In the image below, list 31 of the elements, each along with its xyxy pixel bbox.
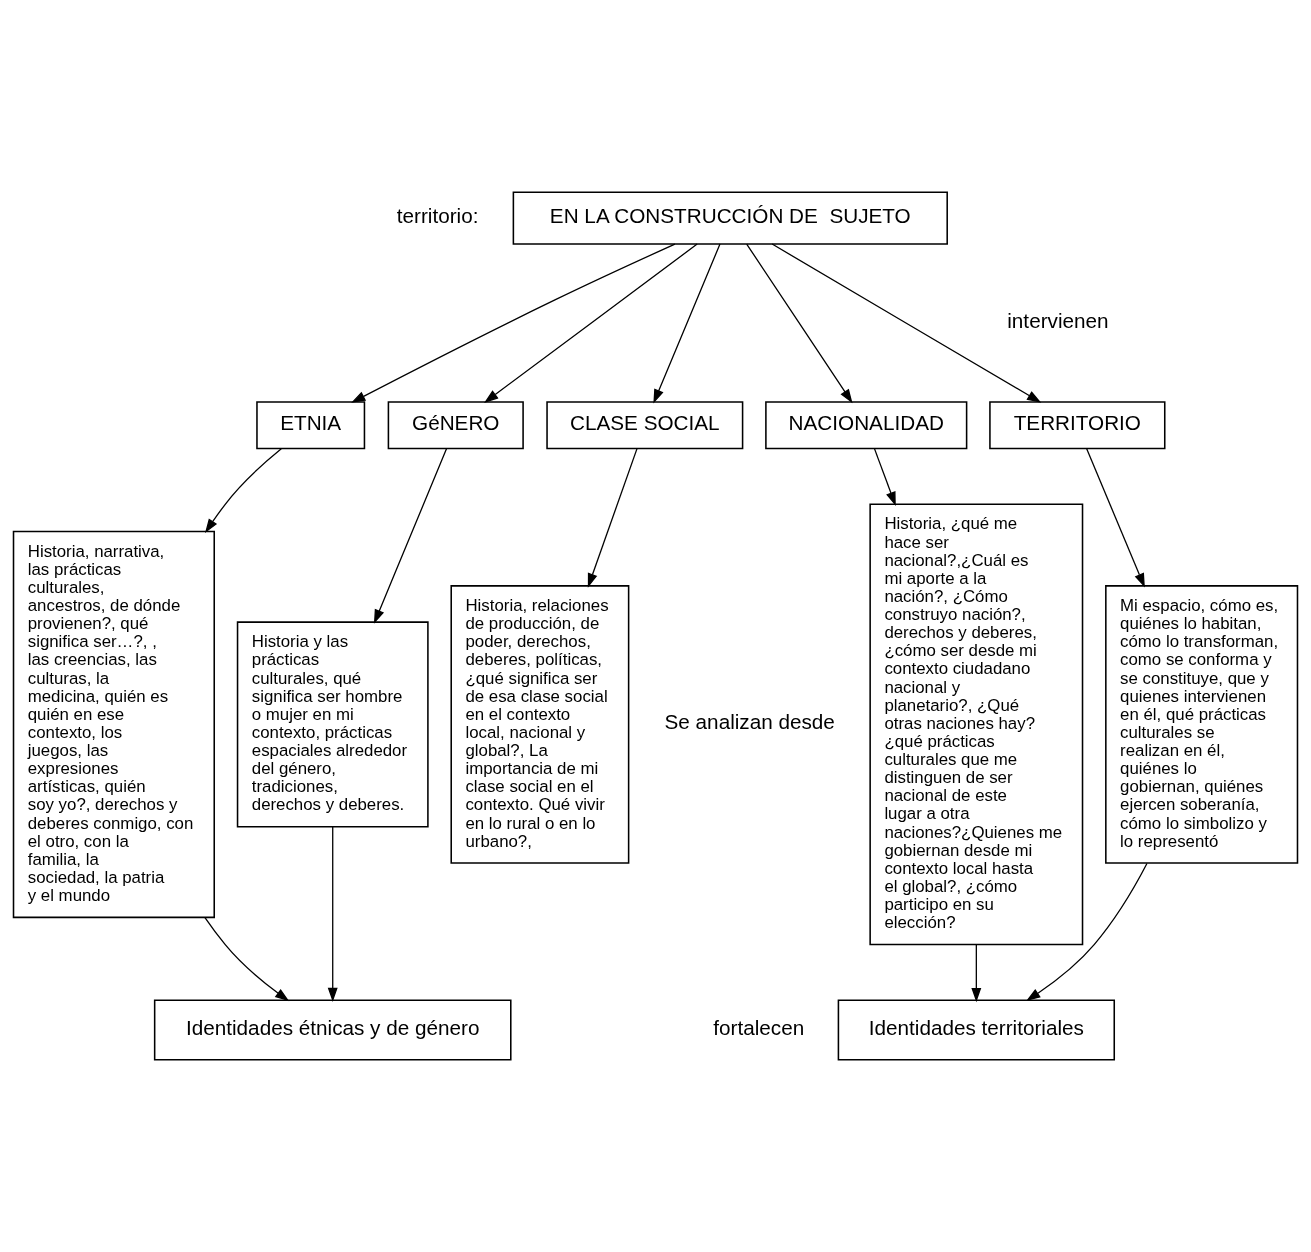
node-box: Mi espacio, cómo es, quiénes lo habitan, cómo lo transforman, como se conforma y se constituye, que y quienes intervienen en él, qué prácticas culturales se realizan en él, quiénes lo gobiernan, quiénes ejercen soberanía, cómo lo simbolizo y lo representó [1105,585,1299,864]
arrow [587,448,638,588]
label: Se analizan desde [664,710,835,734]
node-box: TERRITORIO [989,401,1166,450]
arrow [204,916,290,1002]
arrow [1026,862,1148,1002]
arrow [873,448,896,507]
arrow [484,243,698,403]
node-box: Historia, relaciones de producción, de poder, derechos, deberes, políticas, ¿qué significa ser de esa clase social en el contexto local, nacional y global?, La importancia de mi clase social en el contexto. Qué vivir en lo rural o en lo urbano?, [450,585,630,864]
node-box: Identidades territoriales [837,999,1116,1061]
arrow [771,243,1042,403]
arrow [653,243,721,404]
node-box: Historia, ¿qué me hace ser nacional?,¿Cuál es mi aporte a la nación?, ¿Cómo construyo nación?, derechos y deberes, ¿cómo ser desde mi contexto ciudadano nacional y planetario?, ¿Qué otras naciones hay? ¿qué prácticas culturales que me distinguen de ser nacional de este lugar a otra naciones?¿Quienes me gobiernan desde mi contexto local hasta el global?, ¿cómo participo en su elección? [869,503,1084,946]
arrow [351,243,676,403]
node-box: Historia, narrativa, las prácticas culturales, ancestros, de dónde provienen?, qué significa ser…?, , las creencias, las culturas, la medicina, quién es quién en ese contexto, los juegos, las expresiones artísticas, quién soy yo?, derechos y deberes conmigo, con el otro, con la familia, la sociedad, la patria y el mundo [12,530,215,919]
label: territorio: [396,204,479,227]
arrow [205,448,282,533]
node-box: Identidades étnicas y de género [153,999,512,1061]
arrow [971,944,982,1003]
node-box: ETNIA [256,401,366,450]
arrow [373,448,448,624]
arrow [1086,448,1145,588]
label: intervienen [1007,308,1109,332]
node-box: EN LA CONSTRUCCIÓN DE SUJETO [512,191,948,245]
node-box: NACIONALIDAD [765,401,968,450]
node-box: Historia y las prácticas culturales, qué significa ser hombre o mujer en mi contexto, prácticas espaciales alrededor del género, tradiciones, derechos y deberes. [236,621,429,828]
arrow [327,826,338,1002]
arrow [746,243,853,404]
node-box: CLASE SOCIAL [546,401,744,450]
label: fortalecen [713,1015,805,1039]
node-box: GéNERO [387,401,524,450]
